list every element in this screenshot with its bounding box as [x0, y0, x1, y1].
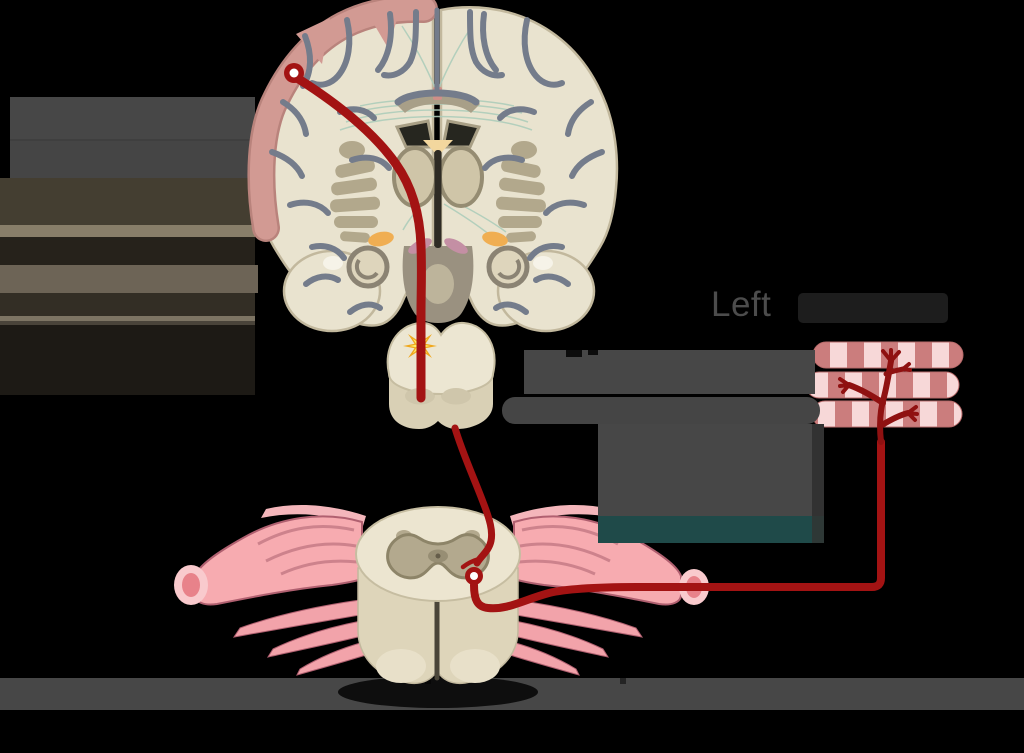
teal-highlight-block [598, 516, 812, 543]
obscured-muscle-label-text [798, 293, 948, 323]
obscured-middle-label-block [502, 350, 824, 543]
upper-motor-neuron-axon [284, 63, 426, 403]
hippocampus-left [346, 245, 390, 289]
motor-cortex-highlight [247, 0, 438, 242]
muscle-label: Left [711, 285, 772, 324]
subthalamic-nucleus-left [368, 231, 394, 247]
central-canal [435, 553, 441, 559]
hippocampus-right [486, 245, 530, 289]
substantia-nigra-right [444, 238, 468, 254]
axon-into-cord [451, 424, 496, 585]
coronal-brain-section [247, 0, 619, 346]
subthalamic-nucleus-right [482, 231, 508, 247]
sulci [269, 7, 605, 315]
medulla-section [386, 321, 496, 441]
spinal-nerve-left [174, 515, 367, 676]
neuromuscular-junction-branches [838, 348, 919, 445]
spinal-nerve-right [509, 515, 709, 676]
obscured-left-label-block [0, 97, 258, 395]
lower-motor-neuron-axon [470, 348, 919, 613]
basal-ganglia [330, 141, 546, 243]
thalamus-right [438, 146, 484, 208]
fornix [423, 140, 453, 156]
